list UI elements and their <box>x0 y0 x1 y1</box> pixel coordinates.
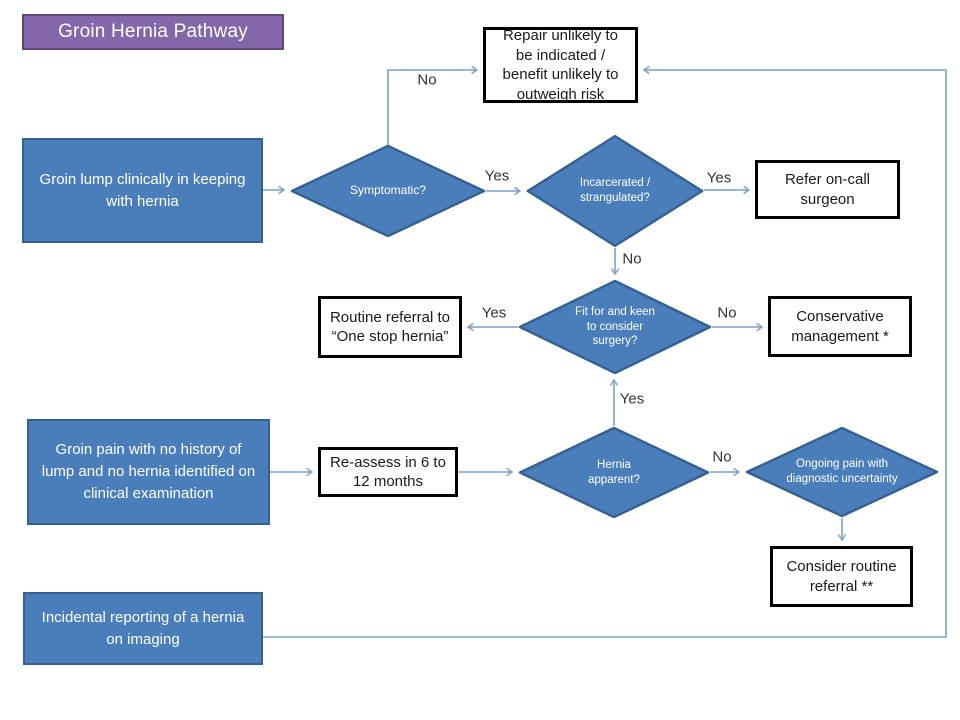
edge-label-no: No <box>717 304 737 322</box>
node-conservative-management: Conservative management * <box>768 296 912 357</box>
node-label: Conservative management * <box>791 308 889 345</box>
node-label: Re-assess in 6 to 12 months <box>330 453 446 491</box>
node-refer-oncall-surgeon: Refer on-call surgeon <box>755 160 900 219</box>
node-reassess-6-12-months: Re-assess in 6 to 12 months <box>318 447 458 497</box>
decision-label: Symptomatic? <box>349 183 427 198</box>
decision-ongoing-pain-uncertainty: Ongoing pain with diagnostic uncertainty <box>745 427 939 517</box>
decision-hernia-apparent: Hernia apparent? <box>518 427 710 518</box>
node-label: Groin pain with no history of lump and n… <box>41 441 256 502</box>
edge-label-yes: Yes <box>481 304 507 322</box>
node-routine-referral: Routine referral to “One stop hernia” <box>318 296 462 358</box>
node-label: Refer on-call surgeon <box>784 171 871 208</box>
decision-label: Ongoing pain with diagnostic uncertainty <box>786 458 898 485</box>
node-label: Repair unlikely to be indicated / benefi… <box>502 27 619 103</box>
decision-label: Fit for and keen to consider surgery? <box>575 305 655 348</box>
node-groin-lump-entry: Groin lump clinically in keeping with he… <box>22 138 263 243</box>
decision-fit-for-surgery: Fit for and keen to consider surgery? <box>518 280 712 374</box>
node-label: Groin lump clinically in keeping with he… <box>39 170 246 210</box>
node-incidental-imaging-entry: Incidental reporting of a hernia on imag… <box>23 592 263 665</box>
edge-label-yes: Yes <box>484 167 510 185</box>
edge-label-yes: Yes <box>619 390 645 408</box>
edge-label-no: No <box>417 71 437 89</box>
edge-label-no: No <box>712 448 732 466</box>
edge-label-yes: Yes <box>706 169 732 187</box>
edge-incidental-to-repair <box>263 65 947 638</box>
node-groin-pain-entry: Groin pain with no history of lump and n… <box>27 419 270 525</box>
node-label: Routine referral to “One stop hernia” <box>329 308 451 346</box>
decision-symptomatic: Symptomatic? <box>290 145 486 237</box>
node-label: Incidental reporting of a hernia on imag… <box>41 608 245 648</box>
decision-label: Incarcerated / strangulated? <box>579 177 651 204</box>
edge-label-no: No <box>622 250 642 268</box>
decision-incarcerated-strangulated: Incarcerated / strangulated? <box>526 135 704 247</box>
page-title: Groin Hernia Pathway <box>22 14 284 50</box>
node-consider-routine-referral: Consider routine referral ** <box>770 546 913 607</box>
node-label: Consider routine referral ** <box>786 558 897 595</box>
edge-symptomatic-no-to-repair <box>387 65 479 145</box>
node-repair-unlikely: Repair unlikely to be indicated / benefi… <box>483 27 638 103</box>
decision-label: Hernia apparent? <box>588 458 640 486</box>
